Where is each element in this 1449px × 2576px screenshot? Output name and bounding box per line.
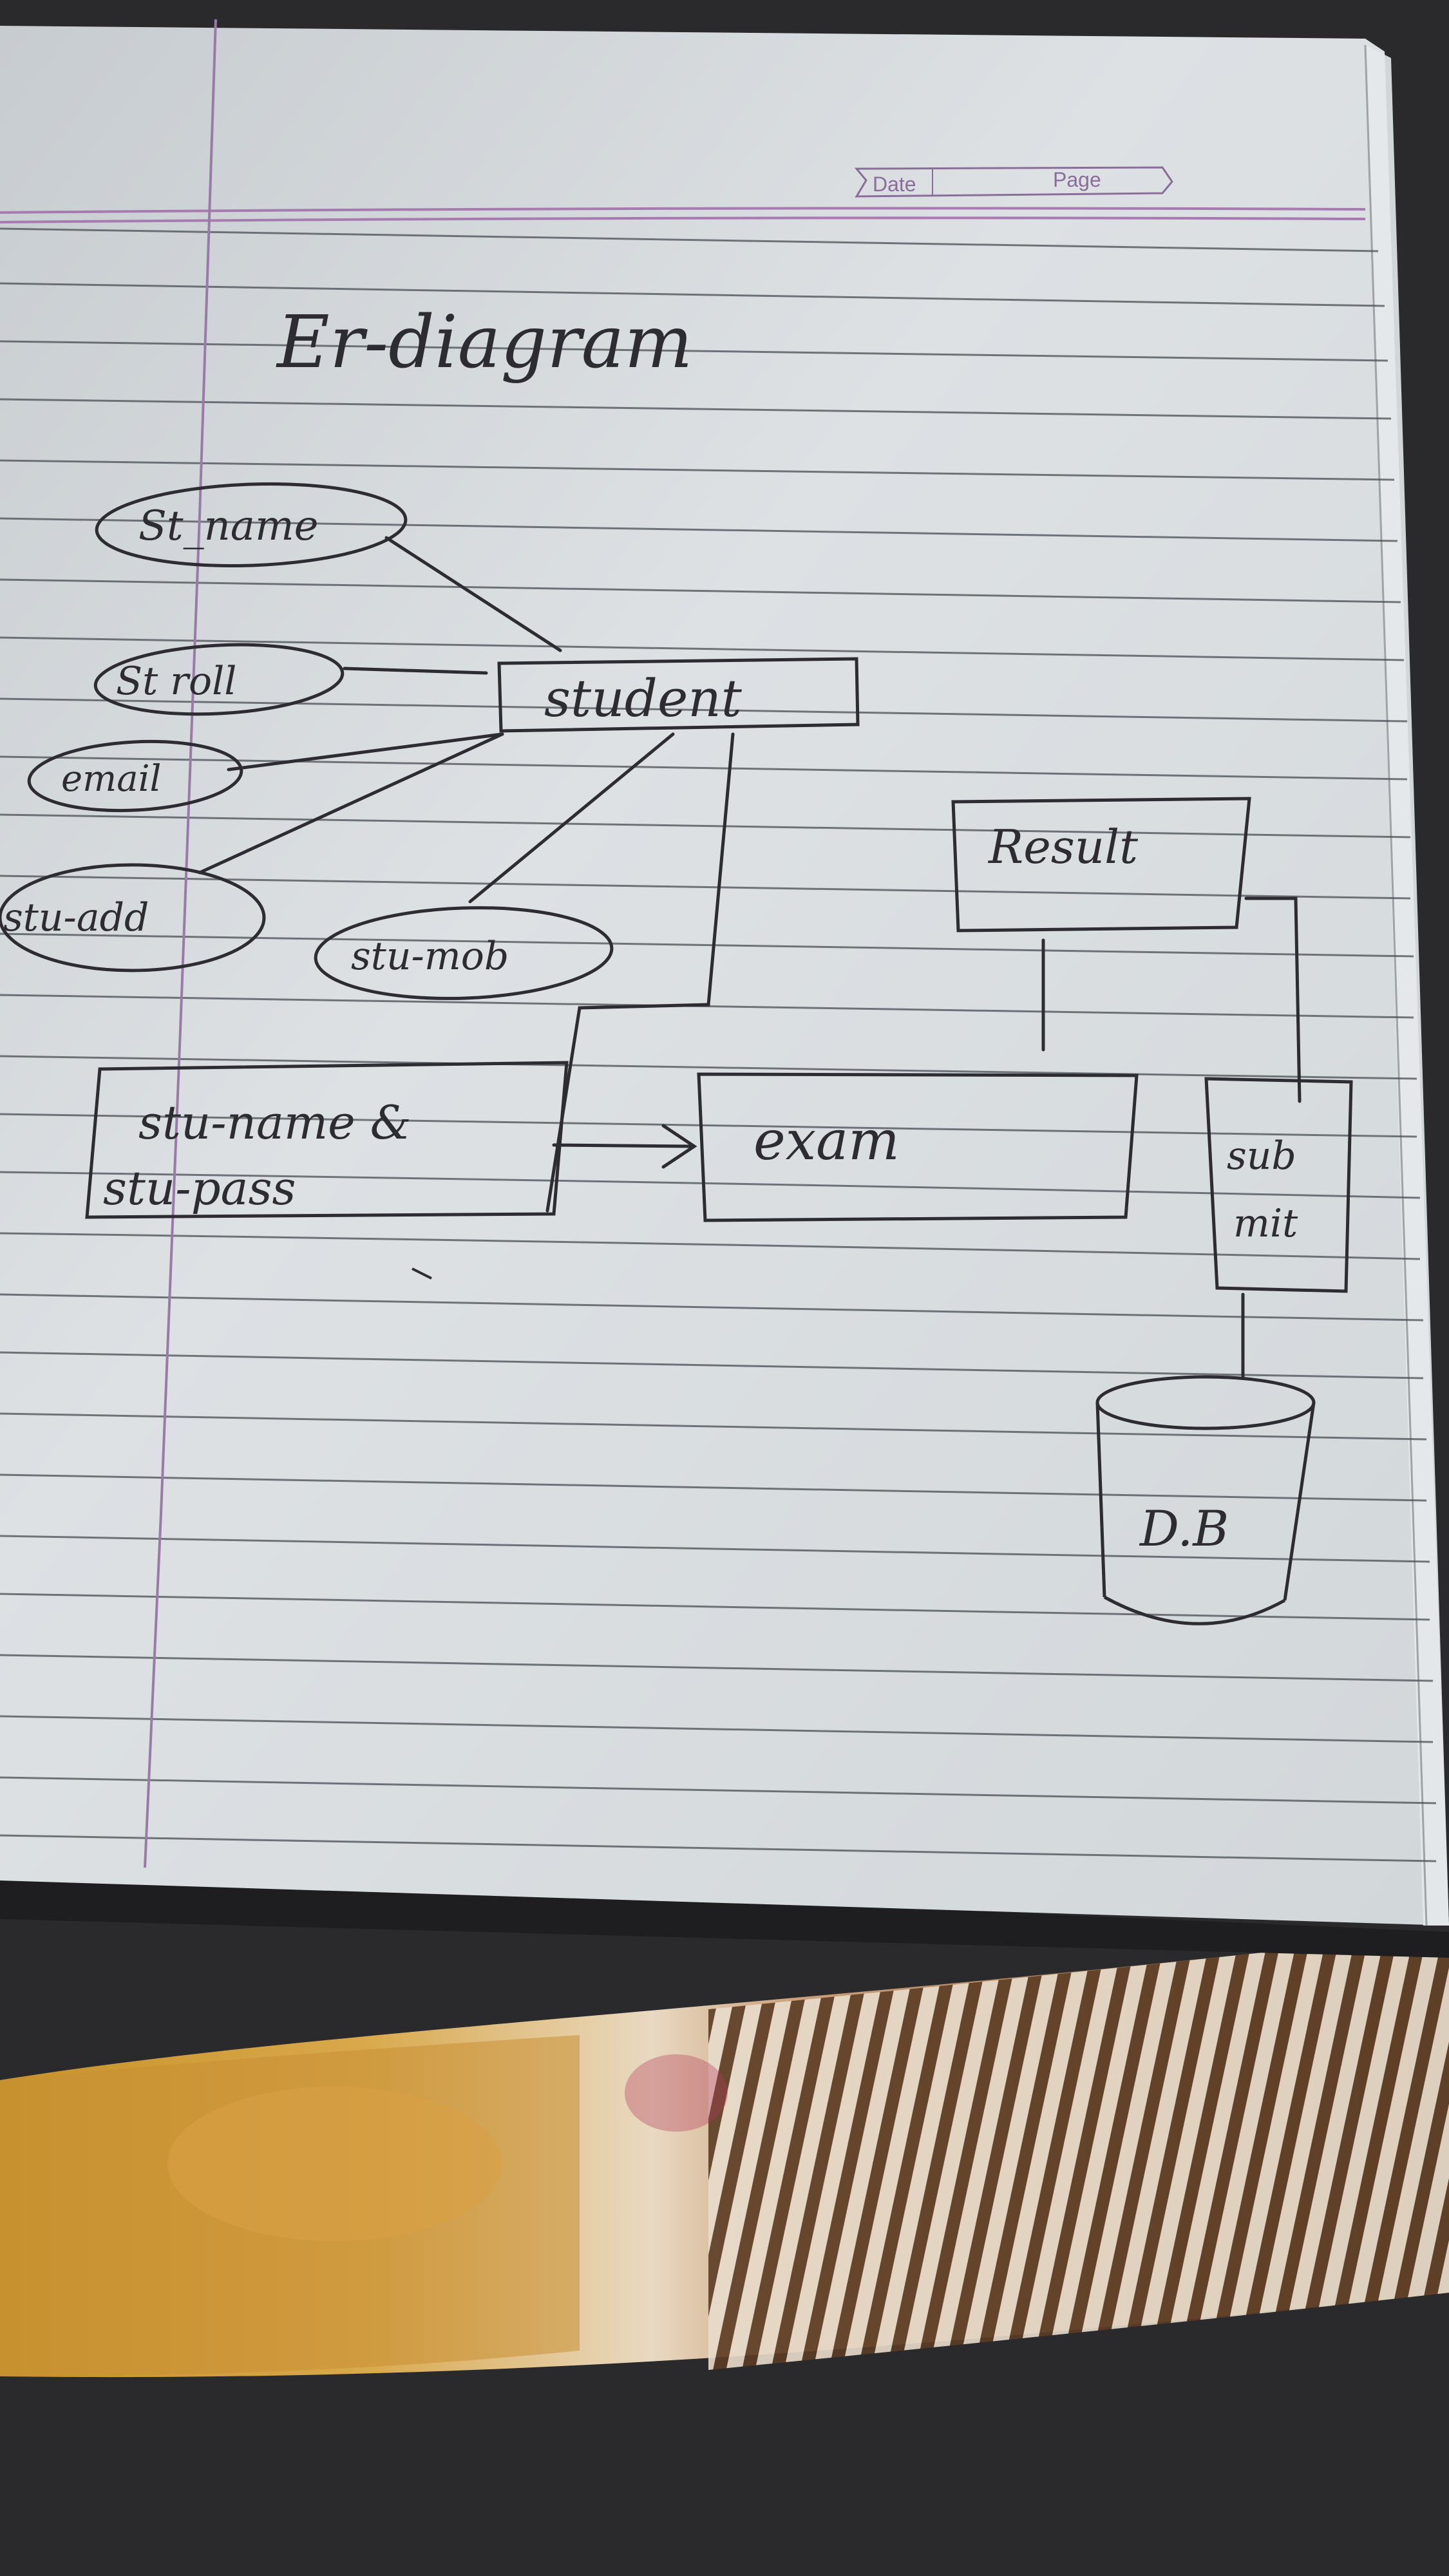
notebook-page: [0, 26, 1449, 1926]
fabric-background: [0, 1932, 1449, 2378]
attribute-email: email: [27, 739, 243, 813]
entity-student-label: student: [544, 668, 743, 728]
entity-exam: exam: [697, 1072, 1139, 1222]
connector-result-submit: [1244, 896, 1302, 1103]
entity-db-label: D.B: [1139, 1500, 1229, 1557]
entity-login-line2: stu-pass: [103, 1161, 296, 1215]
attribute-stu-add-label: stu-add: [3, 895, 149, 940]
connector-st-roll-student: [343, 667, 488, 675]
header-rule: [0, 207, 1366, 223]
attribute-stu-mob: stu-mob: [314, 906, 614, 1000]
entity-exam-label: exam: [753, 1109, 900, 1172]
entity-submit-line1: sub: [1227, 1133, 1296, 1179]
margin-line: [144, 19, 217, 1868]
entity-result: Result: [951, 797, 1251, 933]
cylinder-icon: [1095, 1375, 1316, 1625]
entity-student: student: [497, 657, 860, 733]
entity-submit: sub mit: [1204, 1077, 1353, 1293]
date-page-header: Date Page: [854, 166, 1173, 198]
entity-submit-line2: mit: [1233, 1201, 1298, 1246]
entity-result-label: Result: [987, 820, 1139, 874]
page-label: Page: [1053, 168, 1101, 191]
attribute-st-roll-label: St roll: [116, 659, 236, 704]
entity-db: D.B: [1095, 1375, 1316, 1625]
attribute-st-roll: St roll: [93, 643, 345, 716]
date-label: Date: [873, 173, 916, 196]
connector-stu-add-student: [198, 732, 504, 875]
connector-login-exam: [552, 1143, 694, 1148]
entity-login: stu-name & stu-pass: [85, 1061, 569, 1219]
entity-login-line1: stu-name &: [138, 1095, 412, 1150]
attribute-stu-add: stu-add: [0, 863, 266, 972]
attribute-st-name-label: St_name: [138, 502, 319, 550]
attribute-st-name: St_name: [95, 482, 408, 568]
connector-st-name-student: [384, 536, 562, 652]
connector-stu-mob-student: [468, 732, 675, 904]
attribute-stu-mob-label: stu-mob: [351, 934, 509, 979]
connector-email-student: [227, 732, 504, 772]
attribute-email-label: email: [61, 758, 161, 800]
diagram-title: Er-diagram: [276, 301, 693, 384]
